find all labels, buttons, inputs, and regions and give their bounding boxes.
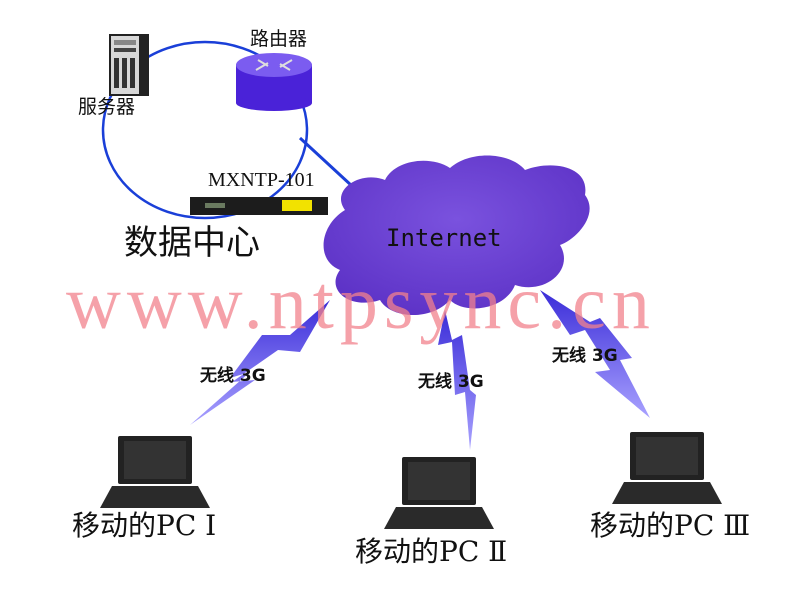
laptop-icon-2 — [384, 457, 494, 529]
wireless-label-3: 无线 3G — [552, 346, 618, 366]
client-label-1: 移动的PC Ⅰ — [72, 509, 217, 542]
watermark: www.ntpsync.cn — [66, 261, 656, 345]
device-label: MXNTP-101 — [208, 169, 315, 191]
wireless-link-2 — [438, 310, 476, 450]
internet-cloud — [323, 155, 590, 316]
internet-label: Internet — [386, 224, 502, 252]
data-center-title: 数据中心 — [124, 223, 260, 263]
client-label-3: 移动的PC Ⅲ — [590, 509, 751, 542]
wireless-label-1: 无线 3G — [200, 366, 266, 386]
wireless-label-2: 无线 3G — [418, 372, 484, 392]
router-label: 路由器 — [250, 28, 308, 50]
lan-ring — [101, 40, 309, 220]
wireless-link-3 — [540, 290, 650, 418]
client-label-2: 移动的PC Ⅱ — [355, 535, 508, 568]
server-icon — [109, 34, 149, 96]
laptop-icon-3 — [612, 432, 722, 504]
router-icon — [236, 53, 312, 111]
server-label: 服务器 — [78, 96, 136, 118]
laptop-icon-1 — [100, 436, 210, 508]
wireless-link-1 — [190, 300, 330, 425]
ntp-server-device-icon — [190, 197, 328, 215]
